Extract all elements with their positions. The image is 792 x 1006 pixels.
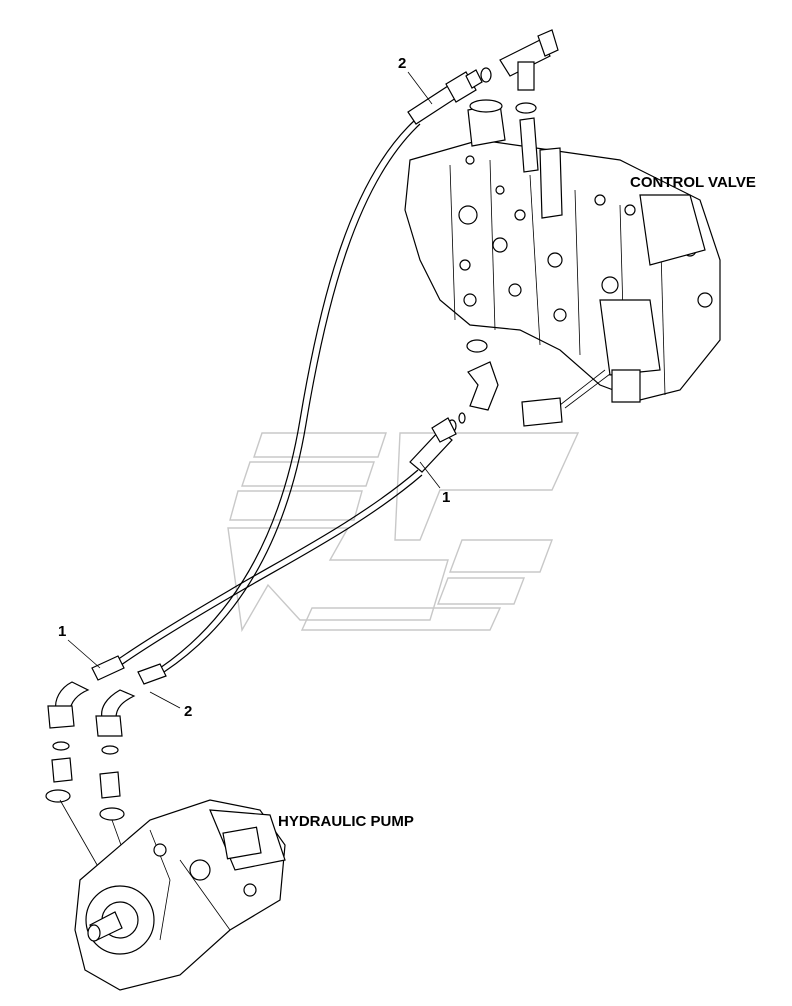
leader-top-hose-2 xyxy=(407,71,433,105)
tee-fitting xyxy=(499,29,559,114)
hydraulic-pump-label: HYDRAULIC PUMP xyxy=(278,813,414,830)
leader-pump-hose-1 xyxy=(67,639,101,669)
hose-1 xyxy=(105,469,423,674)
elbow-fitting-mid xyxy=(447,361,499,433)
pump-large-o-rings xyxy=(45,789,125,821)
control-valve xyxy=(404,99,721,427)
pump-small-o-rings xyxy=(52,741,119,755)
hose-2 xyxy=(159,119,421,673)
hose-2-top-fitting xyxy=(407,67,492,125)
hose-2-pump-fitting xyxy=(95,663,167,737)
leader-pump-hose-2 xyxy=(149,691,181,709)
callout-pump-hose-2: 2 xyxy=(184,703,192,720)
hose-1-top-fitting xyxy=(409,417,457,473)
hose-1-pump-fitting xyxy=(47,655,125,729)
leader-mid-hose-1 xyxy=(419,461,441,489)
o-ring-valve-bottom xyxy=(466,339,488,353)
pump-adapters xyxy=(51,757,121,799)
callout-top-hose-2: 2 xyxy=(398,55,406,72)
watermark-logo xyxy=(227,432,580,633)
callout-mid-hose-1: 1 xyxy=(442,489,450,506)
control-valve-label: CONTROL VALVE xyxy=(630,174,756,191)
callout-pump-hose-1: 1 xyxy=(58,623,66,640)
hydraulic-pump xyxy=(74,799,286,991)
